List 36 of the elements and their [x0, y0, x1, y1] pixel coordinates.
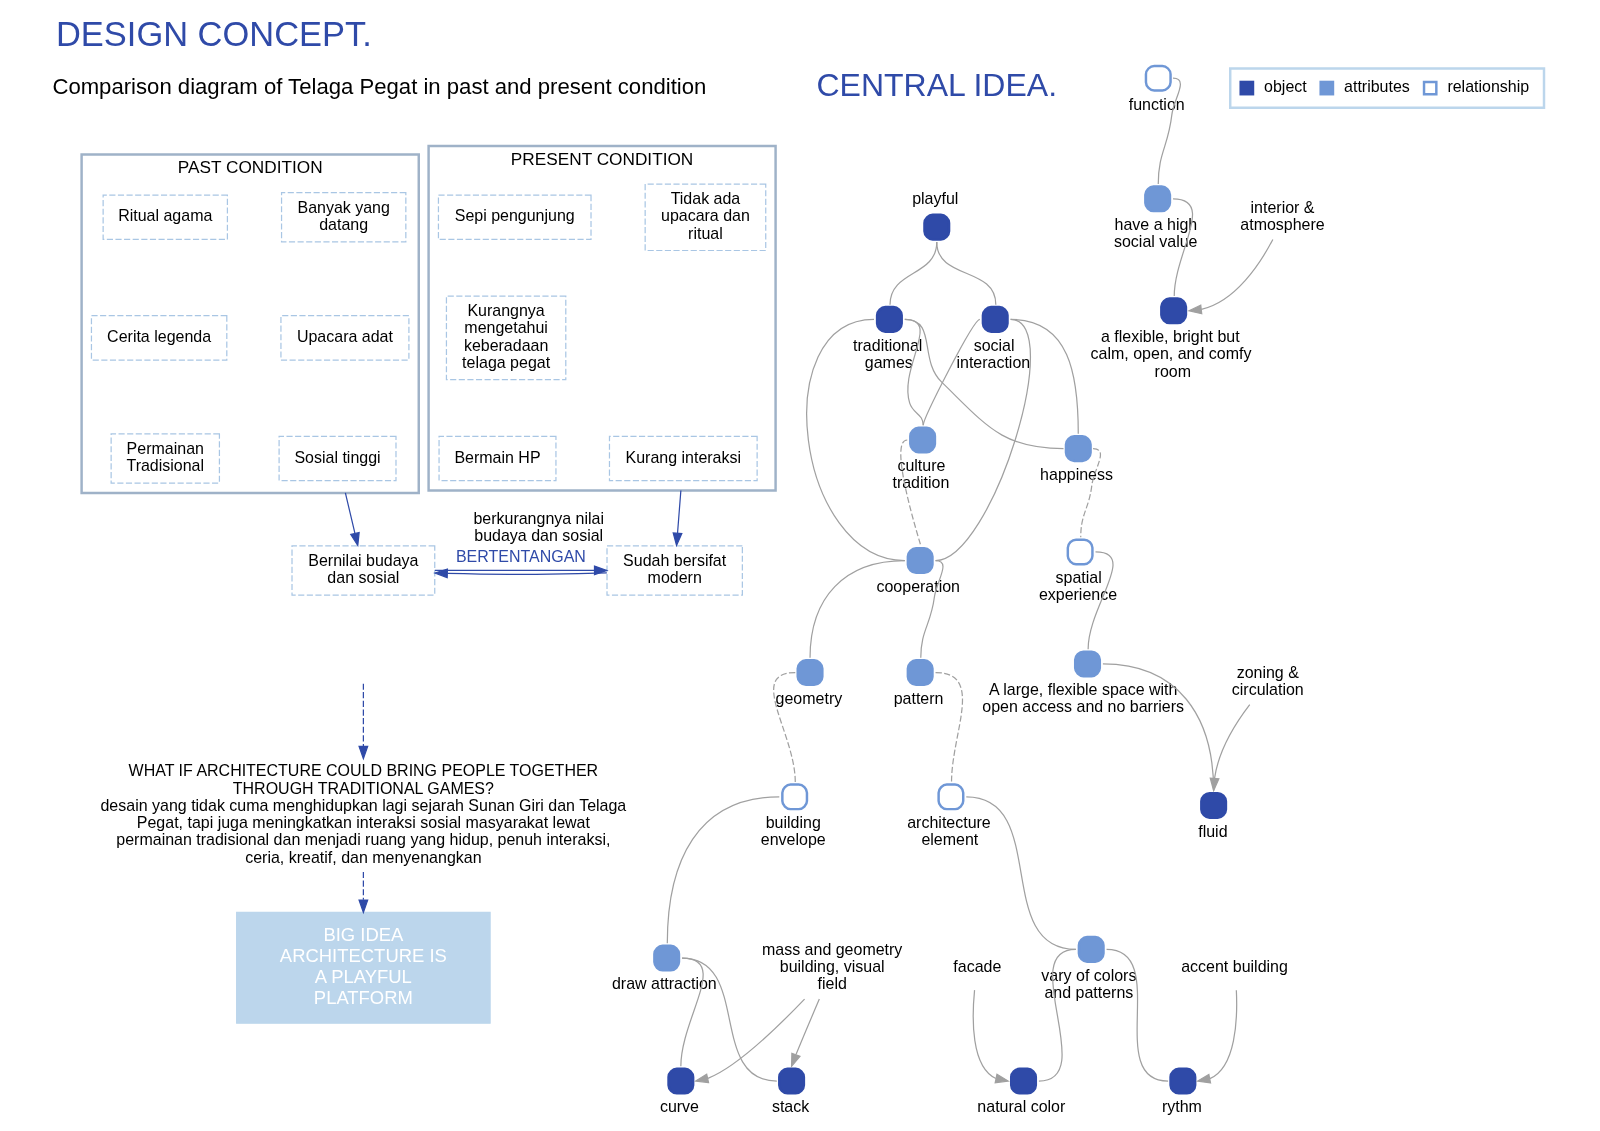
node-label: vary of colors and patterns [1040, 966, 1136, 1001]
node-label: natural color [976, 1098, 1065, 1116]
legend-label: relationship [1446, 78, 1529, 96]
node-label: cooperation [875, 577, 960, 595]
node-label: have a high social value [1113, 216, 1197, 251]
node-label: traditional games [852, 336, 922, 371]
node-label: playful [911, 190, 958, 208]
node-label: draw attraction [611, 975, 717, 993]
node-label: spatial experience [1038, 569, 1117, 604]
legend-label: object [1263, 78, 1307, 96]
node-label: happiness [1039, 465, 1113, 483]
node-label: geometry [775, 689, 842, 707]
label: CENTRAL IDEA. [816, 66, 1057, 103]
node-text: interior & atmosphere [1239, 198, 1325, 234]
node-label: building envelope [760, 814, 826, 849]
node-label: architecture element [906, 814, 991, 849]
node-label: stack [771, 1098, 809, 1116]
legend-label: attributes [1343, 78, 1410, 96]
node-label: culture tradition [891, 457, 949, 492]
node-label: social interaction [955, 336, 1030, 371]
edge-label: BERTENTANGAN [455, 548, 586, 566]
node-text: facade [952, 958, 1001, 976]
node-label: pattern [893, 689, 943, 707]
node-text: accent building [1180, 958, 1288, 976]
node-label: fluid [1197, 822, 1228, 840]
node-label: a flexible, bright but calm, open, and comfy room [1090, 328, 1251, 380]
node-label: A large, flexible space with open access and no barriers [981, 681, 1184, 716]
node-label: curve [659, 1098, 699, 1116]
diagram-title: DESIGN CONCEPT. [55, 14, 372, 53]
node-text: zoning & circulation [1231, 663, 1304, 699]
node-label: function [1128, 95, 1185, 113]
node-label: rythm [1161, 1098, 1202, 1116]
node-text: WHAT IF ARCHITECTURE COULD BRING PEOPLE TOGETHER THROUGH TRADITIONAL GAMES? desain yang tidak cuma menghidupkan lagi sejarah Sunan Giri dan Telaga Pegat, tapi juga meningkatkan interaksi sosial masyarakat lewat permainan tradisional dan menjadi ruang yang hidup, penuh interaksi, ceria, kreatif, dan menyenangkan [100, 762, 626, 866]
node-label: berkurangnya nilai budaya dan sosial [472, 510, 604, 545]
node-text: mass and geometry building, visual field [761, 940, 902, 993]
label: Comparison diagram of Telaga Pegat in past and present condition [51, 73, 706, 99]
